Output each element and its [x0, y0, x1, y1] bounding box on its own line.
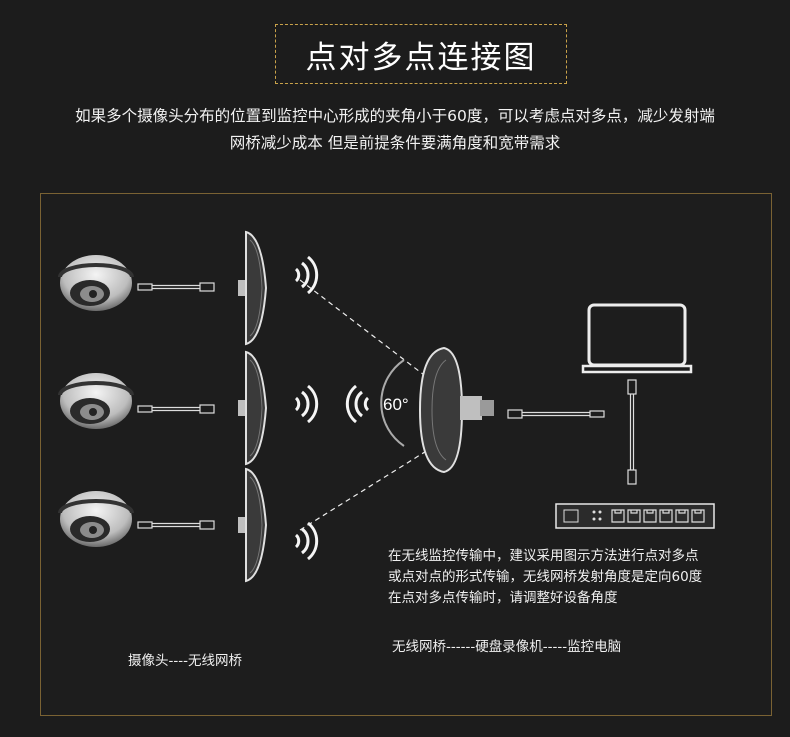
cable-1: [137, 282, 215, 292]
subtitle-line-1: 如果多个摄像头分布的位置到监控中心形成的夹角小于60度，可以考虑点对多点，减少发…: [75, 107, 715, 125]
cable-receiver: [507, 409, 605, 419]
wifi-icon-receiver: [345, 384, 370, 424]
nvr-switch: [555, 503, 715, 529]
wifi-icon-3: [294, 521, 319, 561]
coverage-line-bottom: [299, 449, 429, 531]
coverage-line-top: [299, 279, 429, 379]
camera-3: [58, 489, 134, 549]
angle-label: 60°: [383, 395, 409, 414]
angle-arc: [380, 359, 405, 447]
wifi-icon-1: [294, 255, 319, 295]
cable-2: [137, 404, 215, 414]
subtitle-line-2: 网桥减少成本 但是前提条件要满角度和宽带需求: [229, 134, 561, 152]
camera-1: [58, 253, 134, 313]
note-line-2: 或点对点的形式传输，无线网桥发射角度是定向60度: [388, 569, 703, 585]
laptop: [581, 303, 693, 374]
left-caption: 摄像头----无线网桥: [128, 653, 242, 669]
diagram-frame: [40, 193, 772, 716]
page-title: 点对多点连接图: [305, 39, 537, 76]
bridge-2: [237, 351, 267, 465]
right-caption: 无线网桥------硬盘录像机-----监控电脑: [392, 639, 622, 655]
camera-2: [58, 371, 134, 431]
receiver-bridge: [418, 346, 494, 474]
note-block: 在无线监控传输中，建议采用图示方法进行点对多点 或点对点的形式传输，无线网桥发射…: [388, 546, 702, 609]
cable-laptop: [627, 379, 637, 485]
note-line-1: 在无线监控传输中，建议采用图示方法进行点对多点: [388, 548, 699, 564]
bridge-3: [237, 468, 267, 582]
note-line-3: 在点对多点传输时，请调整好设备角度: [388, 590, 618, 606]
wifi-icon-2: [294, 384, 319, 424]
bridge-1: [237, 231, 267, 345]
title-box: 点对多点连接图: [275, 24, 567, 84]
cable-3: [137, 520, 215, 530]
